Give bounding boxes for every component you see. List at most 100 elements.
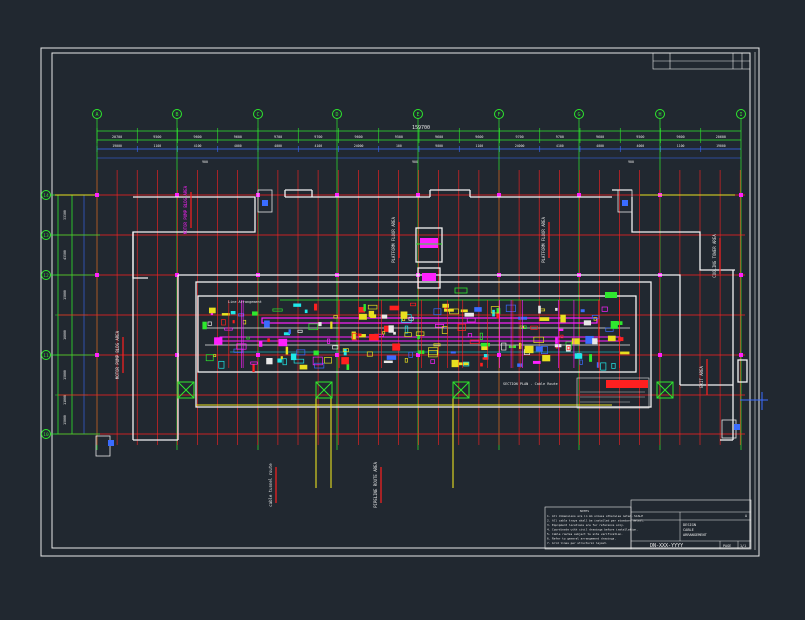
title-line-1: CABLE: [683, 528, 694, 532]
notes-title: NOTES: [580, 509, 589, 513]
equipment-outline: [404, 358, 408, 363]
dimension-value: 9600: [194, 135, 202, 139]
equipment-block: [393, 331, 396, 335]
equipment-outline: [428, 350, 438, 358]
equipment-outline: [466, 317, 476, 323]
dimension-value: 4000: [234, 144, 242, 148]
equipment-block: [359, 313, 367, 320]
column-axis-label: D: [335, 112, 338, 118]
equipment-block: [267, 338, 270, 342]
equipment-block: [343, 348, 347, 356]
equipment-outline: [272, 308, 283, 312]
dimension-value: 4000: [637, 144, 645, 148]
column-axis-bubble: [574, 109, 584, 119]
equipment-outline: [308, 323, 319, 331]
equipment-block: [460, 309, 468, 313]
dimension-value: 15000: [63, 415, 67, 425]
equipment-block: [555, 337, 558, 344]
equipment-outline: [296, 349, 306, 356]
column-axis-label: E: [416, 112, 419, 118]
equipment-block: [560, 314, 566, 323]
equipment-block: [610, 320, 618, 329]
dimension-value: 16000: [63, 330, 67, 340]
equipment-outline: [566, 346, 571, 351]
equipment-block: [346, 363, 350, 370]
dimension-value: 4100: [315, 144, 323, 148]
equipment-block: [304, 309, 308, 314]
dimension-value: 20600: [716, 135, 726, 139]
dimension-value: 9500: [153, 135, 161, 139]
equipment-outline: [433, 343, 441, 347]
equipment-block: [464, 312, 474, 317]
dimension-value: 100: [396, 144, 402, 148]
note-line: 7. Grid lines per structural layout.: [547, 541, 608, 545]
equipment-outline: [435, 324, 445, 328]
equipment-outline: [415, 331, 425, 337]
equipment-block: [620, 351, 630, 355]
axis-intersection-marker: [497, 353, 501, 357]
yellow-cable-routes: [55, 194, 735, 488]
equipment-block: [383, 360, 393, 364]
equipment-block: [555, 307, 558, 311]
equipment-outline: [433, 308, 442, 316]
callout-tag: [605, 292, 617, 298]
equipment-outline: [533, 336, 545, 343]
dimension-value: 9700: [274, 135, 282, 139]
equipment-outline: [611, 362, 616, 369]
equipment-block: [532, 360, 541, 364]
revision-letter: A: [745, 514, 747, 518]
equipment-block: [417, 335, 420, 340]
column-axis-bubble: [655, 109, 665, 119]
equipment-block: [252, 364, 255, 373]
scale-label: SCALE: [634, 514, 643, 518]
side-fixtures: [95, 189, 768, 457]
dimension-value: 15000: [63, 370, 67, 380]
dimension-value: 11000: [63, 395, 67, 405]
axis-intersection-marker: [256, 353, 260, 357]
dimension-value: 9500: [636, 135, 644, 139]
equipment-block: [351, 331, 356, 340]
equipment-outline: [490, 306, 500, 314]
dimension-value: 24000: [354, 144, 364, 148]
axis-intersection-marker: [95, 353, 99, 357]
equipment-block: [363, 304, 366, 312]
note-line: 4. Coordinate with civil drawings before…: [547, 528, 638, 532]
equipment-block: [571, 338, 580, 345]
equipment-block: [474, 307, 482, 312]
vertical-label: MOTOR PUMP BLDG AREA: [115, 330, 120, 379]
equipment-block: [386, 355, 397, 360]
dimension-value: 19000: [716, 144, 726, 148]
equipment-outline: [333, 315, 338, 319]
dimension-value: 9700: [314, 135, 322, 139]
equipment-outline: [600, 362, 607, 371]
drawing-number: DN-XXX-YYYY: [650, 543, 683, 549]
dimension-value: 9500: [395, 135, 403, 139]
equipment-block: [481, 343, 489, 351]
equipment-block: [483, 353, 489, 360]
row-axis-label: 11: [43, 353, 49, 359]
bottom-caption: SECTION PLAN - Cable Route: [503, 382, 558, 386]
equipment-block: [442, 303, 449, 308]
equipment-block: [444, 308, 454, 312]
equipment-block: [266, 358, 273, 365]
stair-blocks: [416, 238, 442, 281]
dimension-value: 1100: [677, 144, 685, 148]
dimension-value: 9000: [435, 144, 443, 148]
axis-intersection-marker: [739, 193, 743, 197]
equipment-block: [592, 338, 598, 345]
equipment-block: [535, 346, 543, 352]
vertical-label: COOLING TOWER AREA: [712, 234, 717, 278]
equipment-block: [293, 303, 302, 307]
equipment-block: [290, 353, 297, 361]
dimension-value: 9700: [516, 135, 524, 139]
equipment-outline: [238, 313, 245, 317]
equipment-block: [400, 311, 408, 319]
equipment-outline: [297, 329, 303, 333]
equipment-outline: [218, 360, 225, 369]
column-axis-bubble: [172, 109, 182, 119]
equipment-outline: [605, 327, 614, 332]
column-axis-bubble: [494, 109, 504, 119]
equipment-block: [357, 333, 362, 337]
